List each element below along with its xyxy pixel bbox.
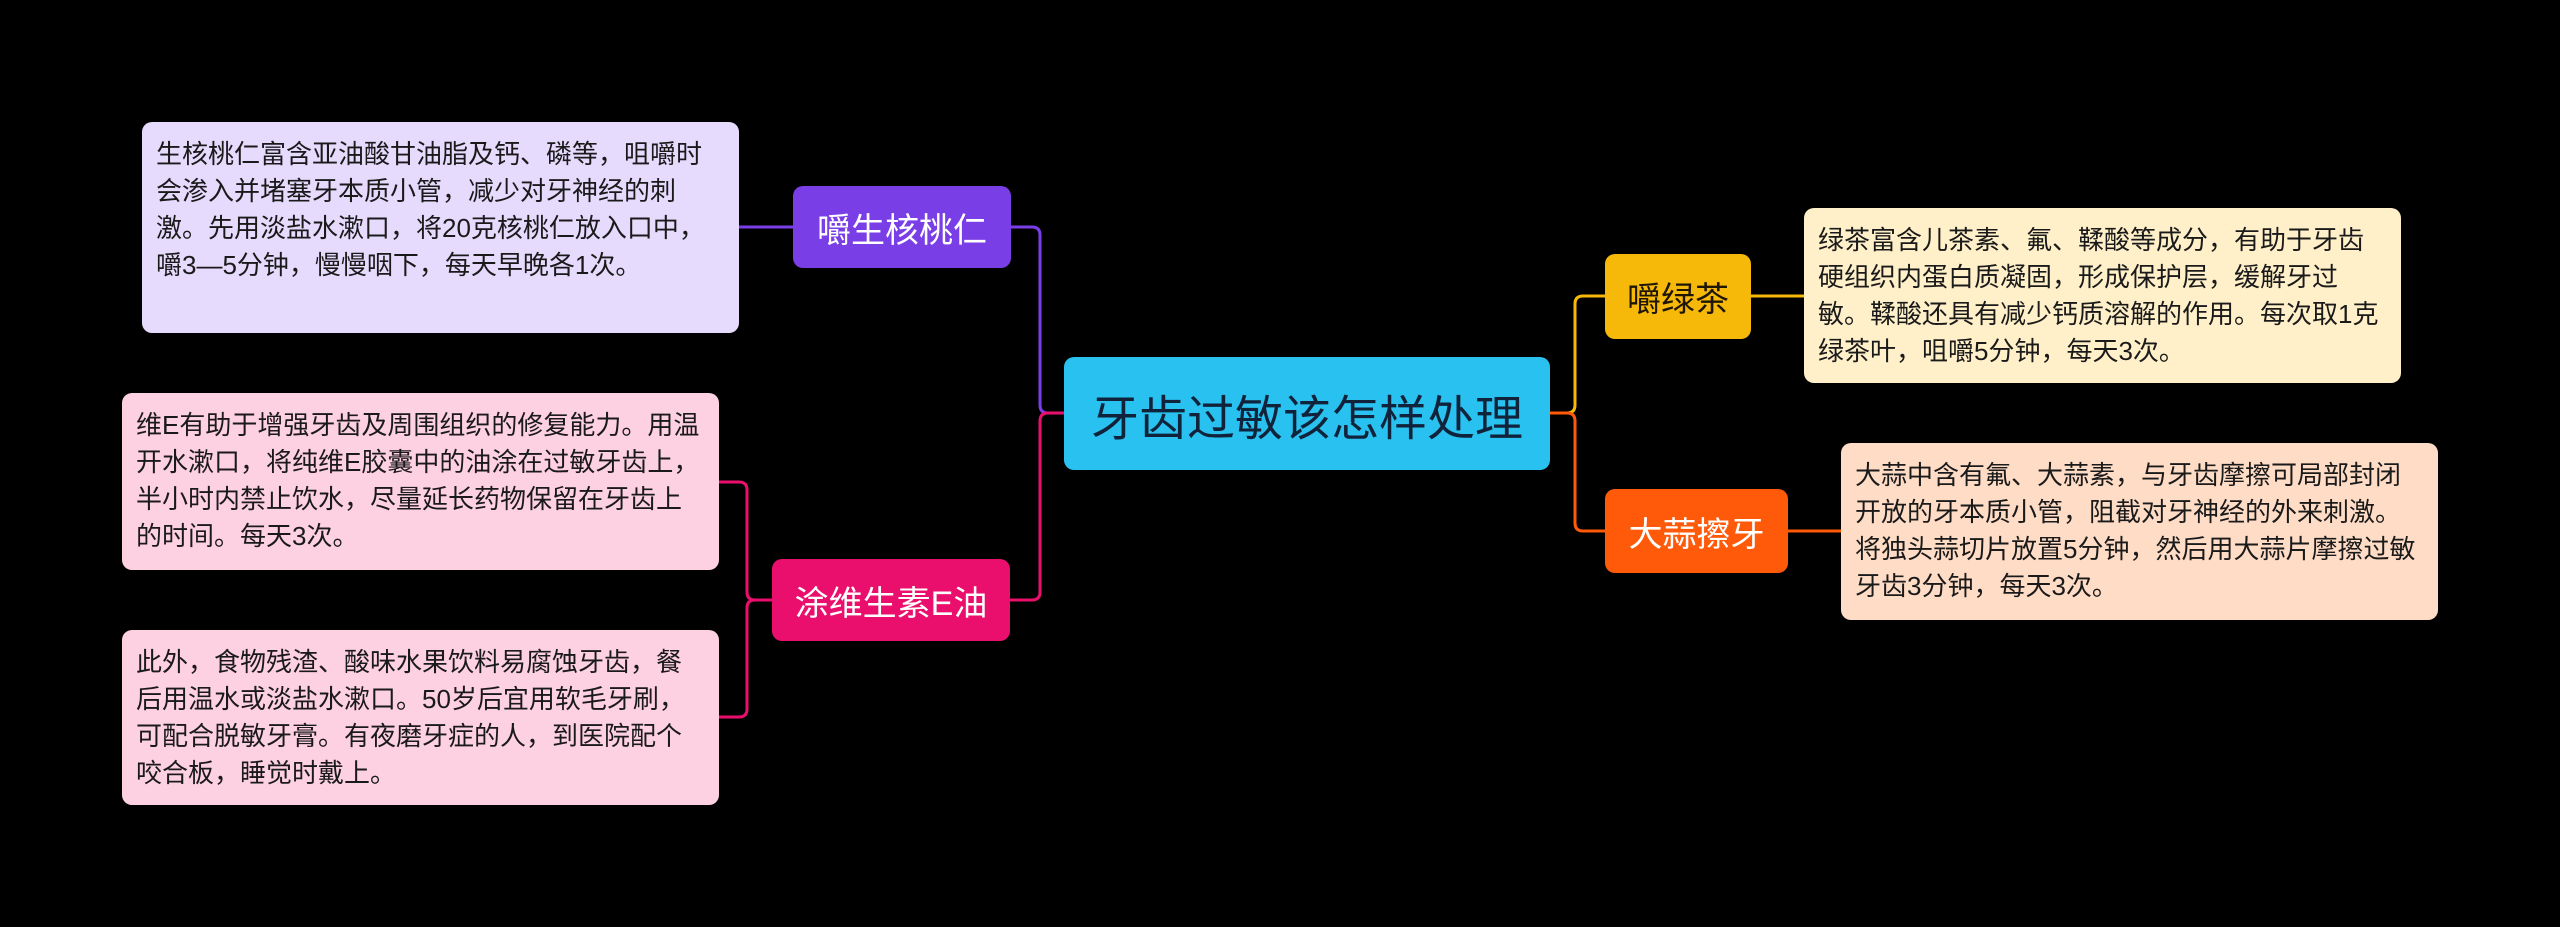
branch-green-tea[interactable]: 嚼绿茶 (1605, 254, 1751, 339)
root-topic[interactable]: 牙齿过敏该怎样处理 (1064, 357, 1550, 470)
branch-walnut[interactable]: 嚼生核桃仁 (793, 186, 1011, 268)
detail-green-tea[interactable]: 绿茶富含儿茶素、氟、鞣酸等成分，有助于牙齿硬组织内蛋白质凝固，形成保护层，缓解牙… (1804, 208, 2401, 383)
connector-root-vitamin-e (1010, 411, 1064, 602)
connector-vitamin-e-detail-1 (719, 480, 772, 602)
connector-vitamin-e-detail-2 (719, 598, 772, 719)
connector-root-garlic (1550, 411, 1605, 533)
branch-vitamin-e[interactable]: 涂维生素E油 (772, 559, 1010, 641)
detail-walnut[interactable]: 生核桃仁富含亚油酸甘油脂及钙、磷等，咀嚼时会渗入并堵塞牙本质小管，减少对牙神经的… (142, 122, 739, 333)
detail-vitamin-e-usage[interactable]: 维E有助于增强牙齿及周围组织的修复能力。用温开水漱口，将纯维E胶囊中的油涂在过敏… (122, 393, 719, 570)
branch-garlic[interactable]: 大蒜擦牙 (1605, 489, 1788, 573)
connector-root-green-tea (1550, 294, 1605, 415)
detail-vitamin-e-extra[interactable]: 此外，食物残渣、酸味水果饮料易腐蚀牙齿，餐后用温水或淡盐水漱口。50岁后宜用软毛… (122, 630, 719, 805)
detail-garlic[interactable]: 大蒜中含有氟、大蒜素，与牙齿摩擦可局部封闭开放的牙本质小管，阻截对牙神经的外来刺… (1841, 443, 2438, 620)
connector-root-walnut (1011, 225, 1064, 415)
